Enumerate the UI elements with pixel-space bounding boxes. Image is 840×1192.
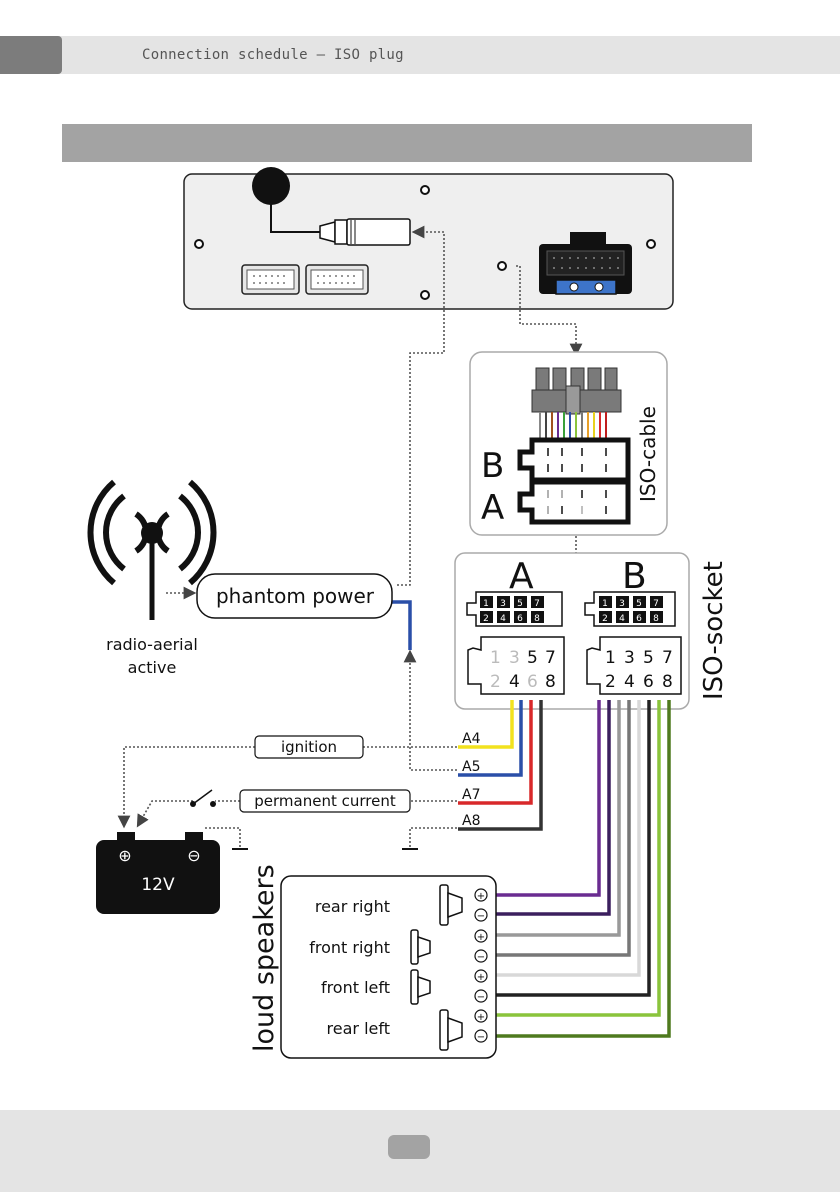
- svg-text:1: 1: [602, 599, 608, 609]
- battery-voltage: 12V: [141, 875, 175, 895]
- wire-a4-label: A4: [462, 731, 481, 747]
- svg-text:1: 1: [483, 599, 489, 609]
- svg-text:2: 2: [483, 614, 489, 624]
- svg-text:+: +: [477, 932, 485, 943]
- svg-text:6: 6: [517, 614, 523, 624]
- svg-text:+: +: [477, 1012, 485, 1023]
- permanent-current-label: permanent current: [254, 792, 396, 810]
- speaker-rear-right: rear right: [315, 897, 390, 916]
- svg-text:7: 7: [545, 648, 556, 668]
- speaker-front-left: front left: [321, 978, 390, 997]
- switch-icon: [190, 790, 216, 807]
- svg-text:2: 2: [602, 614, 608, 624]
- svg-text:6: 6: [636, 614, 642, 624]
- svg-text:7: 7: [534, 599, 540, 609]
- socket-a-label: A: [509, 556, 534, 597]
- svg-text:7: 7: [653, 599, 659, 609]
- svg-text:6: 6: [643, 672, 654, 692]
- svg-text:4: 4: [624, 672, 635, 692]
- svg-text:1: 1: [490, 648, 501, 668]
- aerial-plug-icon: [347, 219, 410, 245]
- a5-link-line: [410, 656, 457, 770]
- svg-text:5: 5: [643, 648, 654, 668]
- svg-text:−: −: [477, 992, 485, 1003]
- iso-cable: B A ISO-cable: [470, 352, 667, 535]
- speaker-rear-left: rear left: [327, 1019, 390, 1038]
- svg-text:4: 4: [500, 614, 506, 624]
- svg-text:4: 4: [619, 614, 625, 624]
- svg-text:−: −: [477, 1032, 485, 1043]
- svg-text:+: +: [477, 891, 485, 902]
- svg-text:4: 4: [509, 672, 520, 692]
- svg-text:3: 3: [509, 648, 520, 668]
- iso-cable-label: ISO-cable: [636, 406, 660, 502]
- plug-b-label: B: [481, 446, 504, 486]
- speakers-title: loud speakers: [249, 864, 280, 1052]
- svg-text:3: 3: [500, 599, 506, 609]
- svg-text:8: 8: [662, 672, 673, 692]
- svg-text:3: 3: [619, 599, 625, 609]
- svg-text:5: 5: [636, 599, 642, 609]
- svg-text:−: −: [477, 911, 485, 922]
- svg-text:+: +: [477, 972, 485, 983]
- svg-text:5: 5: [527, 648, 538, 668]
- wire-a7-label: A7: [462, 787, 480, 803]
- permanent-line-left: [140, 801, 193, 822]
- svg-text:8: 8: [534, 614, 540, 624]
- svg-text:2: 2: [605, 672, 616, 692]
- plug-a-label: A: [481, 488, 504, 528]
- wire-a8-label: A8: [462, 813, 480, 829]
- svg-text:5: 5: [517, 599, 523, 609]
- svg-text:8: 8: [545, 672, 556, 692]
- svg-text:7: 7: [662, 648, 673, 668]
- phantom-power-label: phantom power: [216, 584, 375, 608]
- aerial-socket-icon: [252, 167, 290, 205]
- aerial-label-line2: active: [128, 658, 177, 677]
- iso-socket-label: ISO-socket: [699, 561, 729, 700]
- socket-b-label: B: [622, 556, 647, 597]
- svg-text:3: 3: [624, 648, 635, 668]
- svg-text:1: 1: [605, 648, 616, 668]
- svg-text:−: −: [477, 952, 485, 963]
- svg-text:2: 2: [490, 672, 501, 692]
- svg-text:6: 6: [527, 672, 538, 692]
- ignition-label: ignition: [281, 738, 337, 756]
- battery-minus-label: ⊖: [187, 846, 200, 865]
- aerial-label-line1: radio-aerial: [106, 635, 198, 654]
- ignition-line-left: [124, 747, 255, 822]
- iso-socket: A B 1 3 5 7 2 4 6 8 1 3 5 7: [455, 553, 729, 709]
- battery-plus-label: ⊕: [118, 846, 131, 865]
- svg-text:8: 8: [653, 614, 659, 624]
- battery-icon: [96, 832, 220, 914]
- wire-a5-label: A5: [462, 759, 480, 775]
- speaker-front-right: front right: [309, 938, 390, 957]
- radio-unit: [184, 167, 673, 309]
- page-number-pill: [388, 1135, 430, 1159]
